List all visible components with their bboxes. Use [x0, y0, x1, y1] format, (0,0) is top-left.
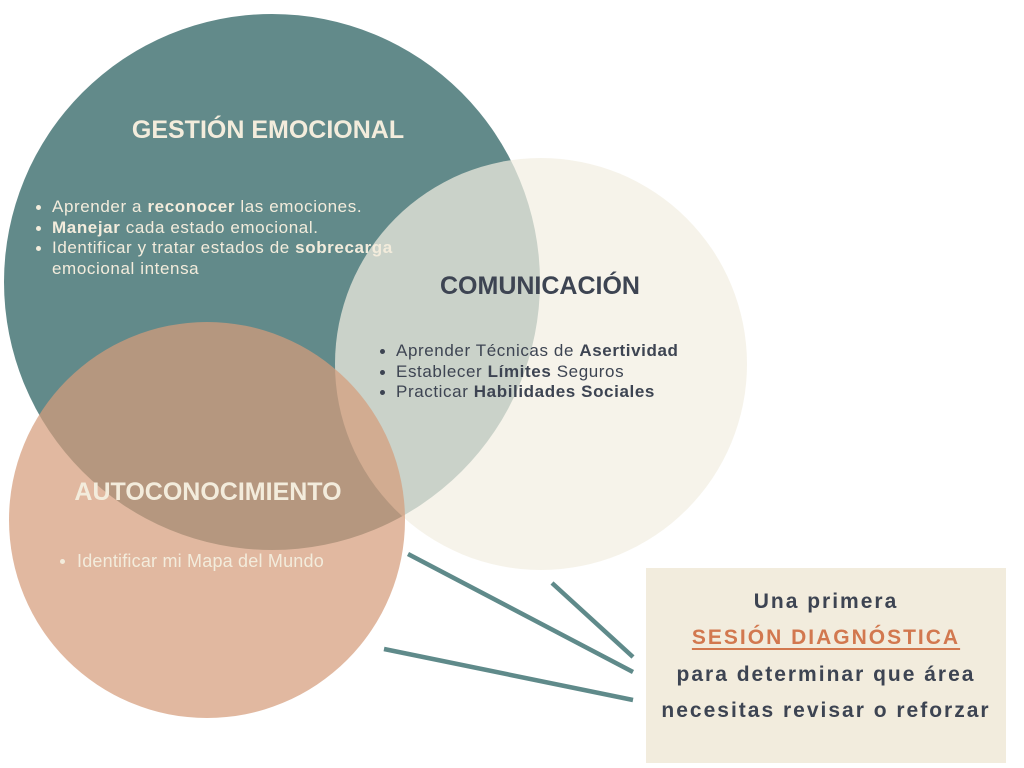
connector-line — [383, 646, 634, 703]
list-item: Aprender a reconocer las emociones. — [36, 197, 406, 218]
callout-line-3: para determinar que área — [676, 663, 976, 686]
gestion-list: Aprender a reconocer las emociones. Mane… — [36, 197, 406, 279]
autoconocimiento-title: AUTOCONOCIMIENTO — [74, 478, 342, 506]
list-item: Identificar y tratar estados de sobrecar… — [36, 238, 406, 279]
circle-autoconocimiento — [9, 322, 405, 718]
list-item: Establecer Límites Seguros — [380, 362, 720, 383]
gestion-title: GESTIÓN EMOCIONAL — [131, 116, 405, 144]
list-item: Aprender Técnicas de Asertividad — [380, 341, 720, 362]
diagnostic-session-callout: Una primera SESIÓN DIAGNÓSTICA para dete… — [646, 568, 1006, 763]
connector-line — [406, 552, 635, 674]
comunicacion-list: Aprender Técnicas de Asertividad Estable… — [380, 341, 720, 403]
autoconocimiento-list: Identificar mi Mapa del Mundo — [58, 551, 390, 572]
list-item: Practicar Habilidades Sociales — [380, 382, 720, 403]
list-item: Manejar cada estado emocional. — [36, 218, 406, 239]
diagnostic-session-link[interactable]: SESIÓN DIAGNÓSTICA — [691, 626, 961, 649]
callout-line-4: necesitas revisar o reforzar — [661, 699, 991, 722]
list-item: Identificar mi Mapa del Mundo — [60, 551, 390, 572]
connector-line — [550, 581, 635, 659]
callout-line-1: Una primera — [753, 590, 899, 613]
circle-comunicacion — [335, 158, 747, 570]
connector-lines — [383, 552, 635, 703]
comunicacion-title: COMUNICACIÓN — [440, 272, 640, 300]
